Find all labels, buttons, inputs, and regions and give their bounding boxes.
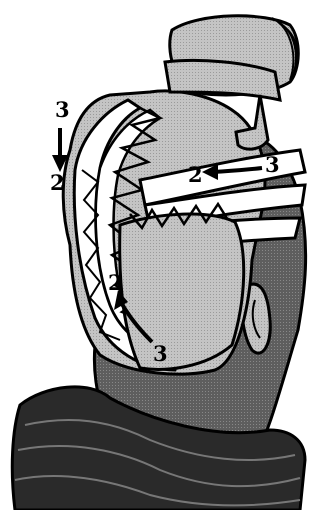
label-left-top: 3 — [55, 97, 70, 122]
label-left-bottom: 2 — [50, 170, 65, 195]
label-face-end: 2 — [108, 270, 123, 295]
label-right-end: 2 — [188, 162, 203, 187]
label-face-start: 3 — [153, 341, 168, 366]
gauze-pad — [120, 214, 244, 369]
label-right-start: 3 — [265, 152, 280, 177]
